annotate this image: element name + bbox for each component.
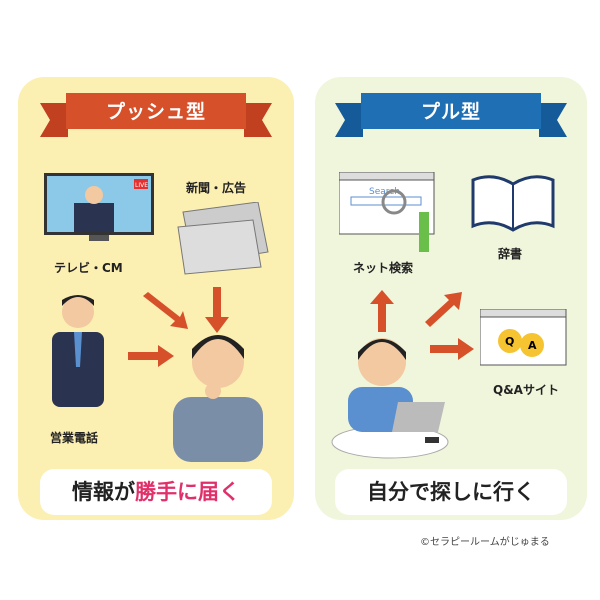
svg-text:Q: Q [505, 335, 514, 348]
label-newspaper: 新聞・広告 [186, 181, 247, 195]
arrows [370, 290, 474, 360]
arrow-icon [430, 338, 474, 360]
person-illustration [173, 335, 263, 462]
arrows [128, 287, 229, 367]
search-text: Search [369, 187, 400, 197]
label-tv: テレビ・CM [54, 261, 123, 275]
arrow-icon [143, 292, 188, 329]
pull-title: プル型 [420, 101, 481, 123]
pull-ribbon: プル型 [335, 93, 567, 137]
svg-text:A: A [528, 339, 537, 352]
arrow-icon [425, 292, 462, 327]
credit: ©セラピールームがじゅまる [420, 537, 550, 548]
magnifier-icon [381, 189, 407, 215]
arrow-icon [370, 290, 394, 332]
push-title: プッシュ型 [105, 101, 206, 123]
arrow-icon [128, 345, 174, 367]
label-dictionary: 辞書 [498, 247, 523, 261]
laptop-user-illustration [331, 338, 449, 459]
pull-message: 自分で探しに行く [335, 469, 567, 515]
web-search-illustration: Search [339, 172, 435, 252]
push-message: 情報が勝手に届く [40, 469, 272, 515]
arrow-icon [205, 287, 229, 333]
label-web-search: ネット検索 [353, 261, 414, 275]
push-ribbon: プッシュ型 [40, 93, 272, 137]
message-prefix: 情報が [72, 480, 135, 504]
dictionary-illustration [471, 175, 555, 232]
live-badge: LIVE [135, 182, 148, 189]
tv-illustration: LIVE [44, 173, 154, 241]
push-panel: プッシュ型 LIVE テレビ・CM 新聞・広告 営業電話 情報が勝手に届く [18, 77, 294, 520]
label-sales-call: 営業電話 [50, 431, 99, 445]
message-highlight: 勝手に届く [135, 480, 240, 504]
newspaper-illustration [177, 202, 269, 275]
label-qa-site: Q&Aサイト [493, 383, 559, 397]
sales-call-illustration [52, 295, 104, 407]
